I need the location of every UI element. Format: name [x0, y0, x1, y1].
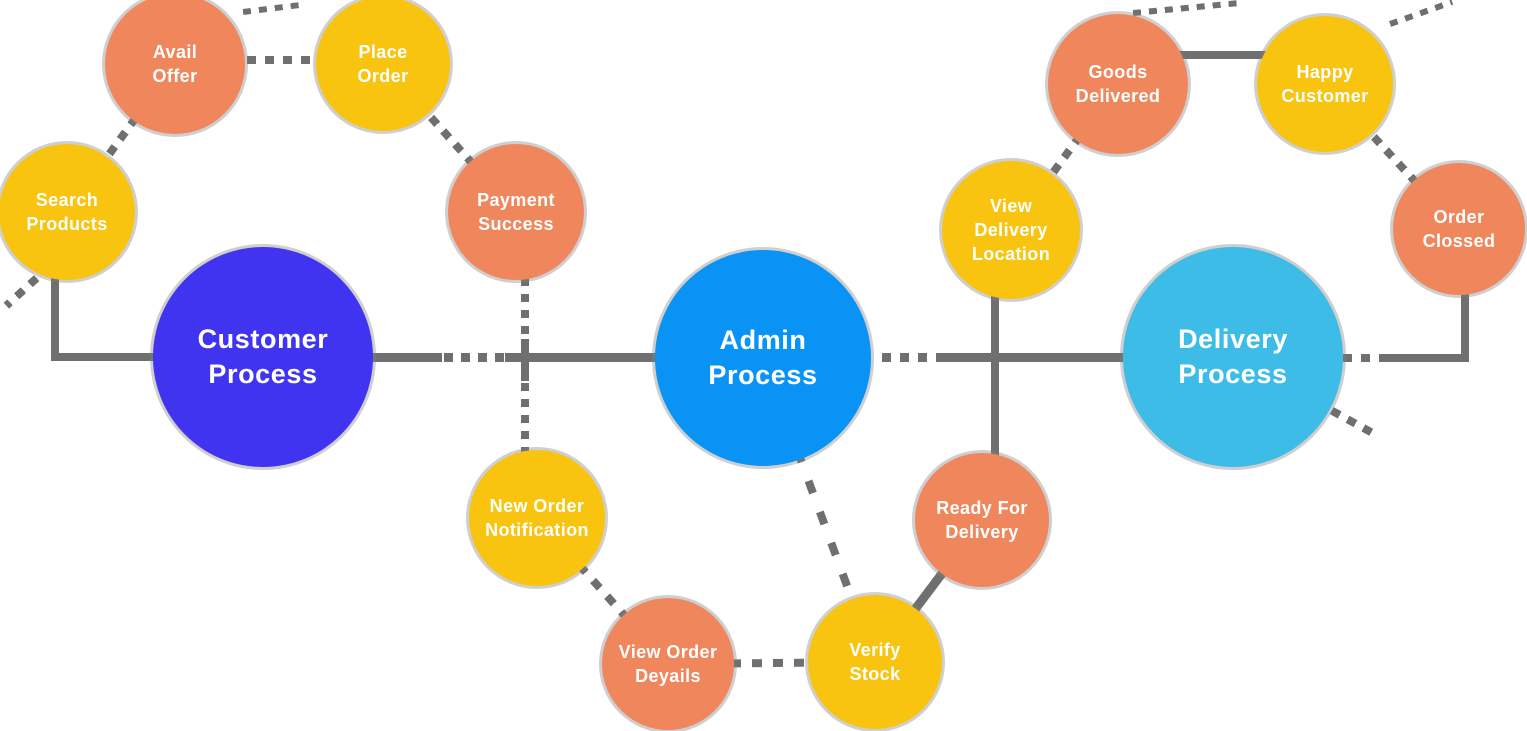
node-label: Search: [35, 189, 99, 210]
node-label: Customer: [1281, 86, 1369, 106]
node-label: Process: [208, 359, 318, 389]
node-label: Ready For: [936, 497, 1028, 518]
node-label: Verify: [849, 639, 901, 660]
connector-customer-to-admin-solid-right: [505, 352, 700, 362]
node-label: Success: [478, 214, 554, 234]
connector-avail-offer-to-place-order: [175, 56, 383, 64]
node-label: Clossed: [1422, 231, 1496, 251]
node-label: Delivery: [945, 522, 1019, 542]
connector-search-products-elbow-horizontal: [51, 353, 170, 361]
node-label: Order: [1433, 206, 1485, 227]
node-label: Goods: [1088, 61, 1148, 82]
node-label: Delivery: [1178, 323, 1288, 354]
connector-admin-to-delivery-dashes: [882, 352, 937, 362]
node-label: Avail: [152, 41, 198, 62]
node-label: Customer: [197, 323, 329, 354]
node-label: Happy: [1296, 61, 1354, 82]
node-label: Order: [357, 66, 409, 86]
connector-customer-to-admin-dashes: [444, 352, 505, 362]
node-label: Offer: [152, 66, 198, 86]
node-label: Delivery: [974, 219, 1048, 240]
node-label: View: [989, 195, 1033, 216]
connector-delivery-to-clossed-solid: [1384, 354, 1469, 362]
node-label: Location: [971, 244, 1051, 265]
connector-admin-to-delivery-solid: [937, 352, 1160, 362]
node-label: Payment: [477, 189, 555, 210]
node-label: Stock: [849, 664, 901, 684]
connector-goods-to-happy-customer: [1175, 51, 1268, 59]
connector-delivery-to-clossed-dashes: [1343, 354, 1384, 362]
node-label: Notification: [485, 520, 589, 540]
node-label: Process: [1178, 359, 1288, 389]
node-label: Admin: [719, 324, 807, 355]
node-label: Process: [708, 360, 818, 390]
node-label: New Order: [489, 495, 585, 516]
node-label: Deyails: [635, 666, 701, 686]
node-label: Place: [358, 41, 408, 62]
node-label: Delivered: [1075, 86, 1161, 106]
node-label: View Order: [618, 641, 718, 662]
node-label: Products: [26, 214, 108, 234]
